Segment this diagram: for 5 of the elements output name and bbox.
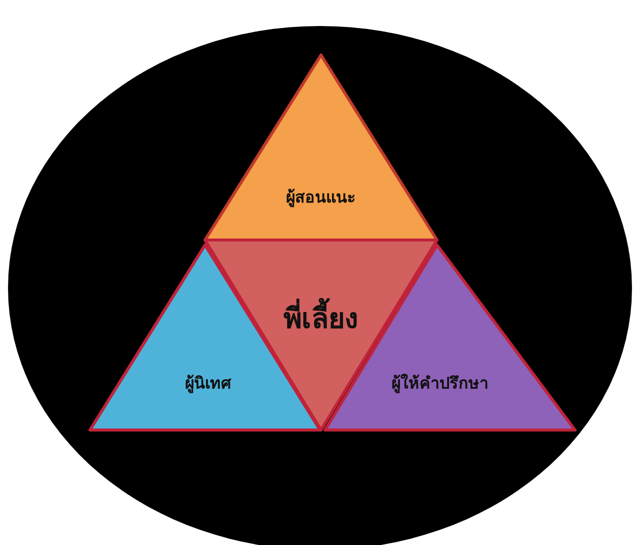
triangle-label: ผู้นิเทศ [185, 372, 231, 396]
triangle-label: ผู้ให้คำปรึกษา [392, 372, 488, 396]
triangle-label: ผู้สอนแนะ [286, 186, 356, 210]
triangle-label: พี่เลี้ยง [284, 296, 358, 340]
triangle [205, 55, 437, 240]
